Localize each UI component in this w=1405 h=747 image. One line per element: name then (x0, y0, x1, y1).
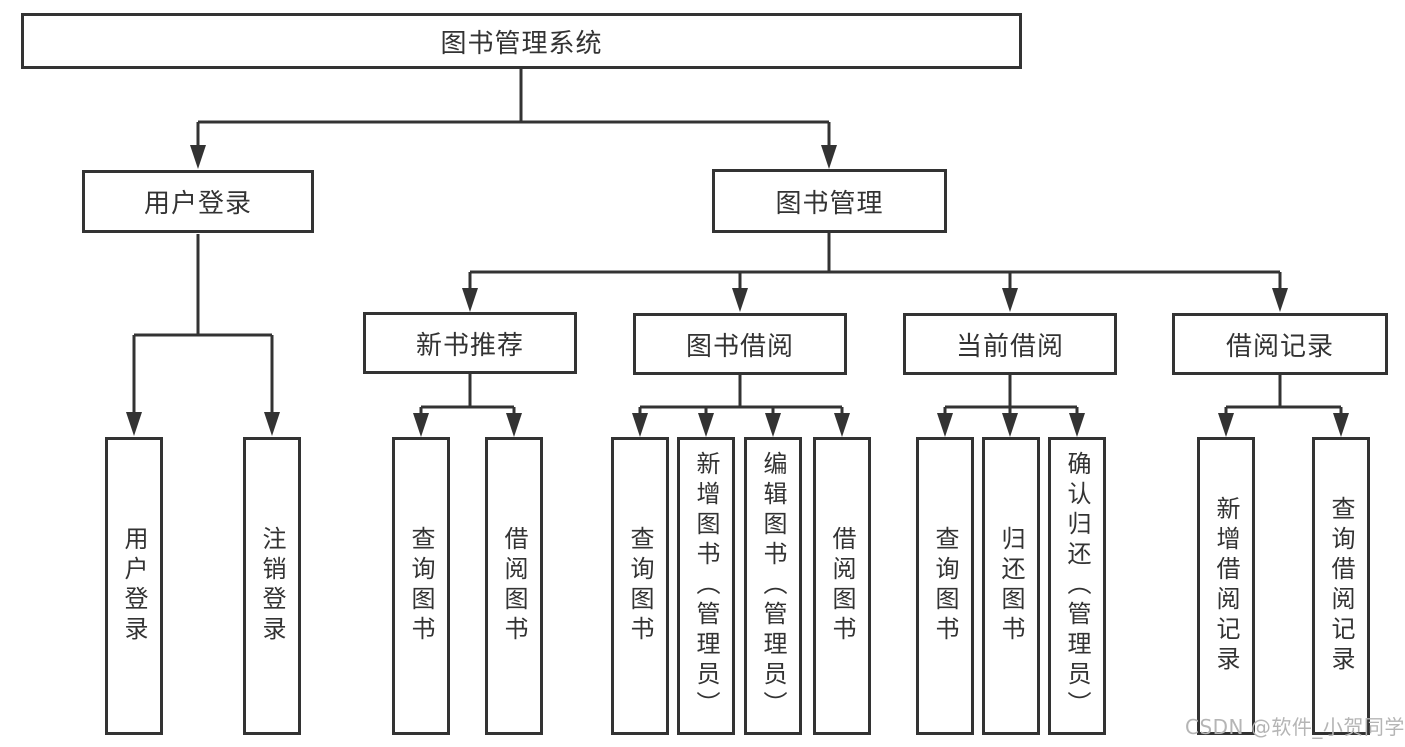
leaf-bb-borrow-books-label: 借阅图书 (828, 526, 856, 646)
leaf-bb-query-books: 查询图书 (611, 437, 669, 735)
leaf-bb-add-books-admin: 新增图书（管理员） (677, 437, 735, 735)
node-borrow-records-label: 借阅记录 (1225, 331, 1334, 362)
node-current-borrow-label: 当前借阅 (955, 331, 1064, 362)
leaf-br-add-record-label: 新增借阅记录 (1212, 496, 1240, 676)
leaf-user-login: 用户登录 (105, 437, 163, 735)
node-user-login: 用户登录 (82, 170, 314, 233)
arrowhead-icons (126, 145, 1349, 437)
leaf-cb-return-books: 归还图书 (982, 437, 1040, 735)
node-borrow-records: 借阅记录 (1172, 313, 1388, 375)
node-user-login-label: 用户登录 (143, 189, 252, 219)
csdn-watermark: CSDN @软件_小贺同学 (1185, 715, 1405, 739)
leaf-bb-edit-books-admin-label: 编辑图书（管理员） (759, 451, 787, 721)
leaf-bb-borrow-books: 借阅图书 (813, 437, 871, 735)
leaf-logout: 注销登录 (243, 437, 301, 735)
node-current-borrow: 当前借阅 (903, 313, 1117, 375)
leaf-nbr-query-books-label: 查询图书 (407, 526, 435, 646)
leaf-nbr-borrow-books: 借阅图书 (485, 437, 543, 735)
leaf-br-query-record: 查询借阅记录 (1312, 437, 1370, 735)
leaf-user-login-label: 用户登录 (120, 526, 148, 646)
leaf-bb-query-books-label: 查询图书 (626, 526, 654, 646)
node-root-label: 图书管理系统 (440, 28, 603, 59)
leaf-cb-confirm-return-admin: 确认归还（管理员） (1048, 437, 1106, 735)
node-book-borrow: 图书借阅 (633, 313, 847, 375)
node-book-borrow-label: 图书借阅 (685, 331, 794, 362)
leaf-nbr-query-books: 查询图书 (392, 437, 450, 735)
node-book-management-label: 图书管理 (775, 188, 884, 219)
leaf-cb-confirm-return-admin-label: 确认归还（管理员） (1063, 451, 1091, 721)
leaf-bb-add-books-admin-label: 新增图书（管理员） (692, 451, 720, 721)
leaf-bb-edit-books-admin: 编辑图书（管理员） (744, 437, 802, 735)
leaf-cb-query-books-label: 查询图书 (931, 526, 959, 646)
leaf-logout-label: 注销登录 (258, 526, 286, 646)
leaf-br-add-record: 新增借阅记录 (1197, 437, 1255, 735)
node-new-book-recommend-label: 新书推荐 (415, 330, 524, 361)
leaf-cb-return-books-label: 归还图书 (997, 526, 1025, 646)
node-new-book-recommend: 新书推荐 (363, 312, 577, 374)
node-root-system: 图书管理系统 (21, 13, 1022, 69)
node-book-management: 图书管理 (712, 169, 947, 233)
leaf-nbr-borrow-books-label: 借阅图书 (500, 526, 528, 646)
leaf-cb-query-books: 查询图书 (916, 437, 974, 735)
leaf-br-query-record-label: 查询借阅记录 (1327, 496, 1355, 676)
